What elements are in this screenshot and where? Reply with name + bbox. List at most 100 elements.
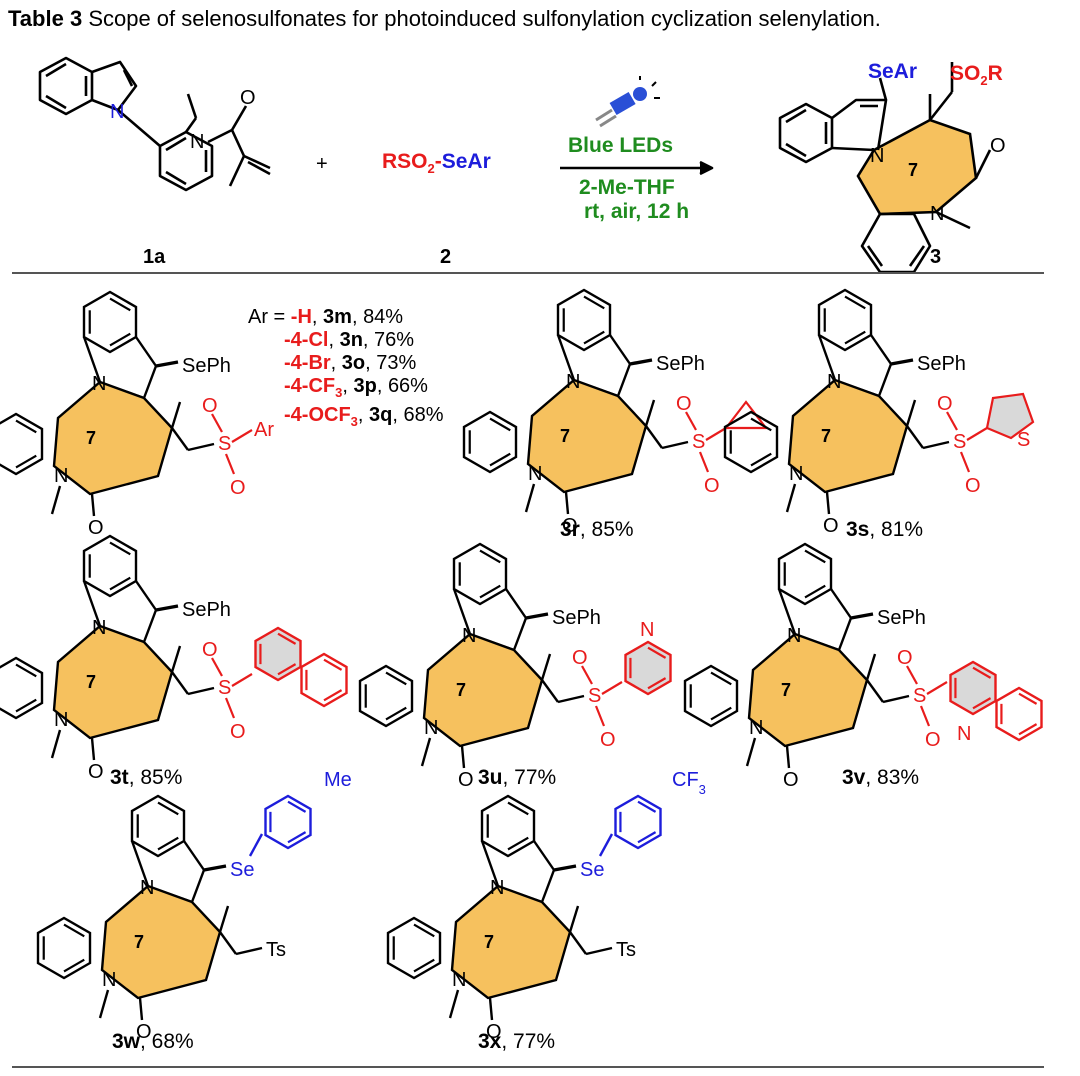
- se-aryl-ring: [614, 794, 662, 850]
- amide-n-label: N: [54, 465, 68, 487]
- methyl-bond: [865, 653, 877, 681]
- se-label: Se: [230, 859, 254, 881]
- ch2-bond: [171, 671, 189, 695]
- double-bond: [710, 706, 732, 721]
- bond: [616, 363, 632, 397]
- lower-benzene-ring: [0, 656, 44, 720]
- double-bond: [647, 677, 667, 690]
- bond: [870, 334, 892, 365]
- ring-size-label: 7: [781, 680, 791, 700]
- lower-benzene-ring: [36, 916, 92, 980]
- ar-row: -4-OCF3, 3q, 68%: [284, 404, 444, 429]
- seven-membered-ring: [747, 632, 869, 748]
- ch2-s-bond: [557, 694, 585, 704]
- bond: [82, 336, 102, 383]
- ch2-bond: [569, 931, 587, 955]
- prod-o-label: O: [990, 135, 1006, 157]
- lower-benzene-ring: [386, 916, 442, 980]
- amide-n-label: N: [102, 969, 116, 991]
- bond: [830, 588, 852, 619]
- indole-benzene-ring: [82, 534, 138, 598]
- ring-size-label: 7: [86, 428, 96, 448]
- indole-benzene-ring: [777, 542, 833, 606]
- ch2-s-bond: [661, 440, 689, 450]
- compound-label-3r: 3r, 85%: [560, 518, 634, 542]
- ring-size-label: 7: [86, 672, 96, 692]
- product-sear-label: SeAr: [868, 60, 918, 83]
- amide-n-label: N: [190, 131, 204, 153]
- double-bond: [972, 697, 992, 710]
- bond: [533, 840, 555, 871]
- carbonyl-bond: [138, 997, 144, 1021]
- sulfonyl-o-label: O: [676, 393, 692, 415]
- n-methyl-bond: [745, 737, 757, 767]
- ar-cmpd: 3o: [341, 352, 366, 374]
- thiophene-s-label: S: [1017, 429, 1030, 451]
- methyl-bond: [568, 905, 580, 933]
- bond: [556, 334, 576, 381]
- seph-label: SePh: [182, 355, 231, 377]
- sulfur-label: S: [588, 685, 601, 707]
- naphthalene-ring-b: [300, 652, 348, 708]
- double-bond: [157, 801, 179, 816]
- ar-label: Ar: [254, 419, 274, 441]
- sulfur-label: S: [218, 433, 231, 455]
- prod-n1-label: N: [870, 145, 884, 167]
- ch2-s-bond: [235, 946, 263, 956]
- ar-yield: 66%: [387, 375, 428, 397]
- seph-label: SePh: [552, 607, 601, 629]
- amide-n-label: N: [424, 717, 438, 739]
- indole-n-label: N: [140, 877, 154, 899]
- methyl-bond: [218, 905, 230, 933]
- methyl-bond: [644, 399, 656, 427]
- reagent-dash: -: [434, 150, 442, 173]
- reagent-rso2: RSO: [382, 150, 428, 173]
- ring-size-label: 7: [821, 426, 831, 446]
- double-bond: [647, 646, 667, 659]
- double-bond: [844, 295, 866, 310]
- lower-benzene-ring: [0, 412, 44, 476]
- double-bond: [507, 801, 529, 816]
- double-bond: [413, 958, 435, 973]
- c-se-bond: [155, 604, 179, 612]
- c-se-bond: [553, 864, 577, 872]
- bond: [877, 363, 893, 397]
- seven-membered-ring: [787, 378, 909, 494]
- ch2-s-bond: [585, 946, 613, 956]
- indole-benzene-ring: [480, 794, 536, 858]
- ch2-bond: [645, 425, 663, 449]
- s-o-bond: [946, 411, 958, 431]
- cmpd-yield: , 85%: [128, 766, 183, 789]
- seph-label: SePh: [656, 353, 705, 375]
- table-caption: Scope of selenosulfonates for photoinduc…: [88, 6, 881, 31]
- ar-cmpd: 3m: [323, 306, 352, 328]
- cmpd-id: 3v: [842, 766, 866, 789]
- ring-size-label: 7: [134, 932, 144, 952]
- bond: [142, 609, 158, 643]
- double-bond: [844, 330, 866, 345]
- cmpd-id: 3t: [110, 766, 129, 789]
- sulfonyl-o-label: O: [202, 639, 218, 661]
- sulfonyl-o-label: O: [897, 647, 913, 669]
- double-bond: [750, 452, 772, 467]
- carbonyl-bond: [90, 737, 96, 761]
- double-bond: [109, 297, 131, 312]
- cmpd-yield: , 77%: [502, 766, 557, 789]
- se-aryl-bond: [248, 833, 264, 857]
- ar-sub: -H: [290, 306, 312, 328]
- quinoline-n-label: N: [957, 723, 971, 745]
- double-bond: [15, 454, 37, 469]
- quinoline-ring-a: [949, 660, 997, 716]
- ar-substituent-list: Ar = -H, 3m, 84% -4-Cl, 3n, 76% -4-Br, 3…: [248, 306, 444, 433]
- c-se-bond: [203, 864, 227, 872]
- cf3-label: CF3: [672, 769, 706, 797]
- se-aryl-bond: [598, 833, 614, 857]
- ch2-bond: [906, 425, 924, 449]
- ar-yield: 84%: [363, 306, 404, 328]
- table-label: Table 3: [8, 6, 83, 31]
- double-bond: [637, 831, 657, 844]
- ar-yield: 73%: [376, 352, 417, 374]
- double-bond: [489, 452, 511, 467]
- sulfonyl-o-label: O: [572, 647, 588, 669]
- ch2-bond: [171, 427, 189, 451]
